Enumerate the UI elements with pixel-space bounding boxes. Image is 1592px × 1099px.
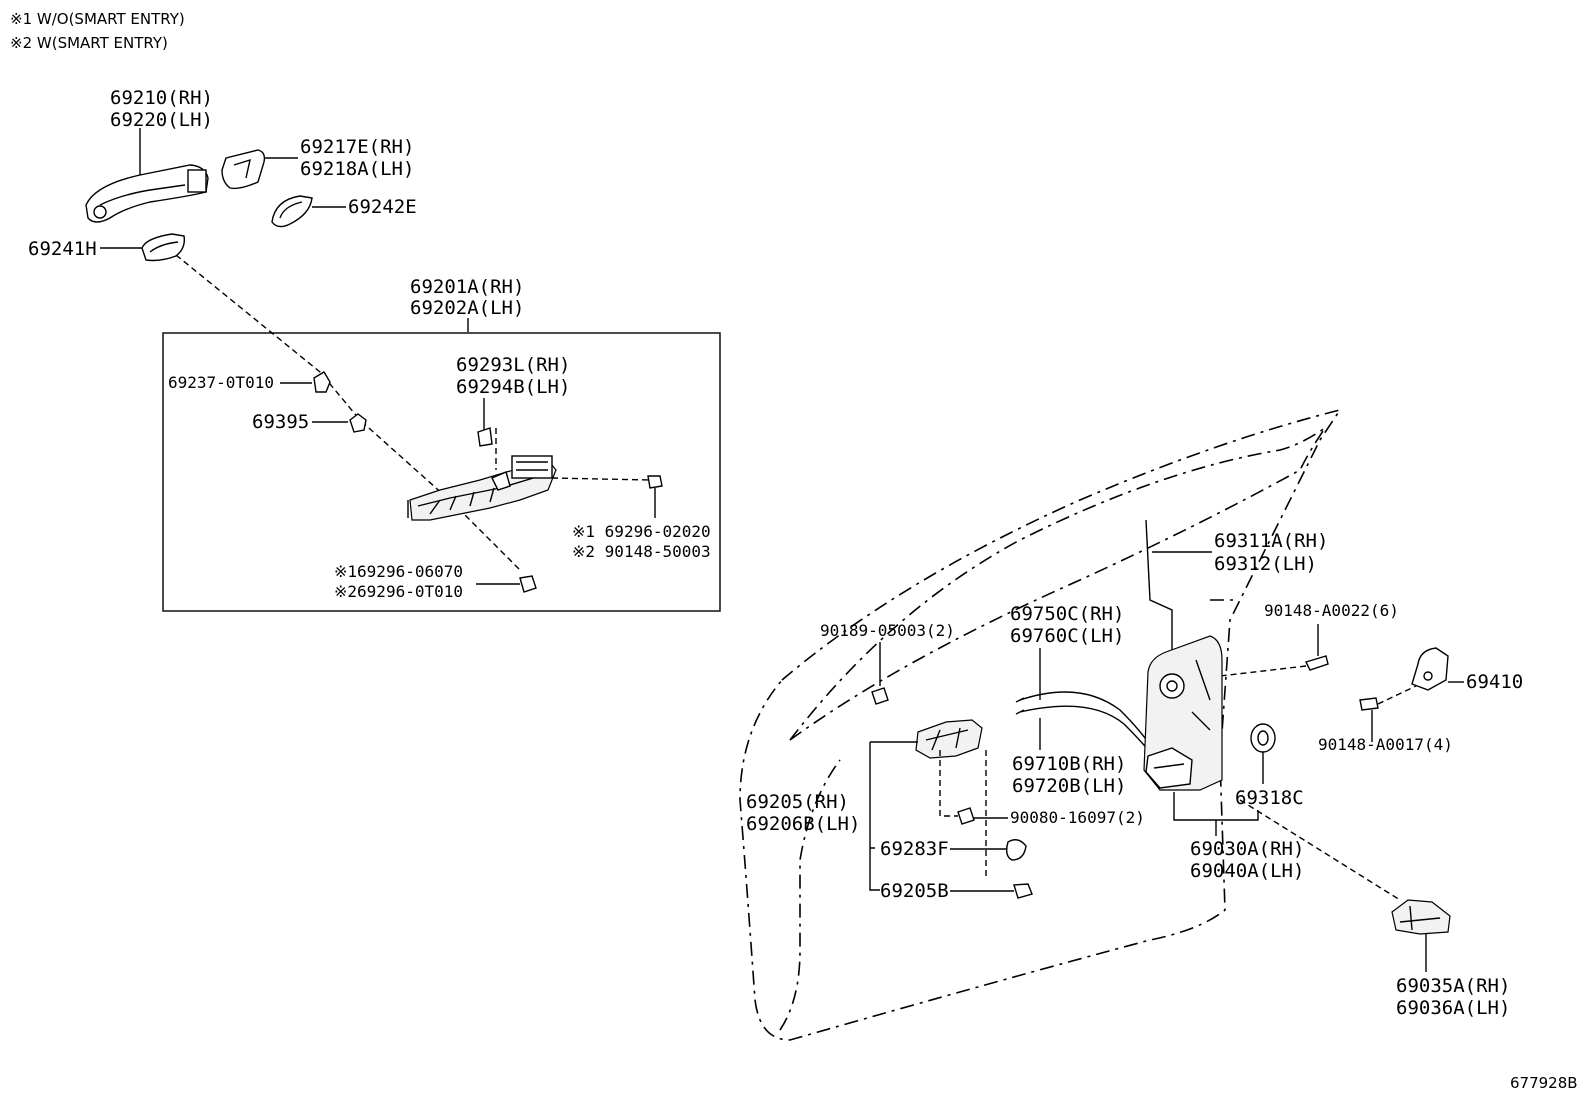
dashed-69035a-line	[1239, 799, 1401, 901]
leader-69205-bracket	[869, 741, 918, 891]
label-69206b-lh: 69206B(LH)	[746, 813, 860, 835]
label-69296-02020: ※1 69296-02020	[572, 522, 711, 541]
label-69237-0t010: 69237-0T010	[168, 373, 274, 392]
label-69205-rh: 69205(RH)	[746, 791, 849, 813]
label-69218a-lh: 69218A(LH)	[300, 158, 414, 180]
label-90148-a0017: 90148-A0017(4)	[1318, 735, 1453, 754]
label-69040a-lh: 69040A(LH)	[1190, 860, 1304, 882]
dashed-screw-line	[551, 477, 651, 481]
label-69311a-rh: 69311A(RH)	[1214, 530, 1328, 552]
rod-69311a-drawing	[1145, 519, 1173, 660]
label-69202a-lh: 69202A(LH)	[410, 297, 524, 319]
bushing-69395-drawing	[349, 413, 367, 433]
label-69205b: 69205B	[880, 880, 949, 902]
label-69395: 69395	[252, 411, 309, 433]
label-69720b-lh: 69720B(LH)	[1012, 775, 1126, 797]
pad-69241h-drawing	[141, 233, 186, 262]
note-with-smart-entry: ※2 W(SMART ENTRY)	[10, 34, 168, 52]
label-69410: 69410	[1466, 671, 1523, 693]
frame-69201a-drawing	[407, 455, 557, 521]
dashed-a0017-line	[1377, 685, 1417, 705]
label-90148-50003: ※2 90148-50003	[572, 542, 711, 561]
label-69241h: 69241H	[28, 238, 97, 260]
label-69312-lh: 69312(LH)	[1214, 553, 1317, 575]
inside-handle-69205-drawing	[915, 719, 983, 759]
label-69030a-rh: 69030A(RH)	[1190, 838, 1304, 860]
dashed-handle-screw	[939, 750, 958, 817]
note-without-smart-entry: ※1 W/O(SMART ENTRY)	[10, 10, 185, 28]
label-90148-a0022: 90148-A0022(6)	[1264, 601, 1399, 620]
striker-69410-drawing	[1411, 647, 1449, 691]
label-69296-06070: ※169296-06070	[334, 562, 463, 581]
label-69283f: 69283F	[880, 838, 949, 860]
screw-69296-02020-drawing	[647, 475, 663, 494]
label-69035a-rh: 69035A(RH)	[1396, 975, 1510, 997]
pad-69242e-drawing	[271, 195, 313, 228]
cap-69318c-drawing	[1250, 723, 1276, 753]
label-69760c-lh: 69760C(LH)	[1010, 625, 1124, 647]
diagram-id: 677928B	[1510, 1074, 1578, 1092]
label-69210-rh: 69210(RH)	[110, 87, 213, 109]
label-69220-lh: 69220(LH)	[110, 109, 213, 131]
screw-90148-a0022-drawing	[1305, 655, 1329, 671]
label-69318c: 69318C	[1235, 787, 1304, 809]
cap-69283f-drawing	[1005, 839, 1027, 861]
label-69201a-rh: 69201A(RH)	[410, 276, 524, 298]
door-outline-drawing	[739, 408, 1342, 1041]
label-69294b-lh: 69294B(LH)	[456, 376, 570, 398]
label-69710b-rh: 69710B(RH)	[1012, 753, 1126, 775]
label-69293l-rh: 69293L(RH)	[456, 354, 570, 376]
clip-90189-drawing	[871, 687, 889, 705]
cover-69035a-drawing	[1391, 899, 1451, 935]
label-90189-05003: 90189-05003(2)	[820, 621, 955, 640]
pin-69205b-drawing	[1013, 883, 1033, 899]
label-90080-16097: 90080-16097(2)	[1010, 808, 1145, 827]
screw-90148-a0017-drawing	[1359, 697, 1379, 711]
label-69217e-rh: 69217E(RH)	[300, 136, 414, 158]
label-69242e: 69242E	[348, 196, 417, 218]
spring-69293l-drawing	[477, 427, 493, 447]
screw-90080-drawing	[957, 807, 975, 825]
handle-cover-drawing	[221, 149, 266, 190]
cables-drawing	[1015, 691, 1151, 753]
label-69296-0t010: ※269296-0T010	[334, 582, 463, 601]
dashed-a0022-line	[1219, 665, 1307, 677]
outside-handle-drawing	[85, 164, 209, 223]
screw-69296-06070-drawing	[519, 575, 537, 593]
frame-assembly-box	[162, 332, 721, 612]
label-69036a-lh: 69036A(LH)	[1396, 997, 1510, 1019]
clip-69237-drawing	[313, 371, 331, 393]
door-lock-69030a-drawing	[1143, 635, 1223, 791]
label-69750c-rh: 69750C(RH)	[1010, 603, 1124, 625]
